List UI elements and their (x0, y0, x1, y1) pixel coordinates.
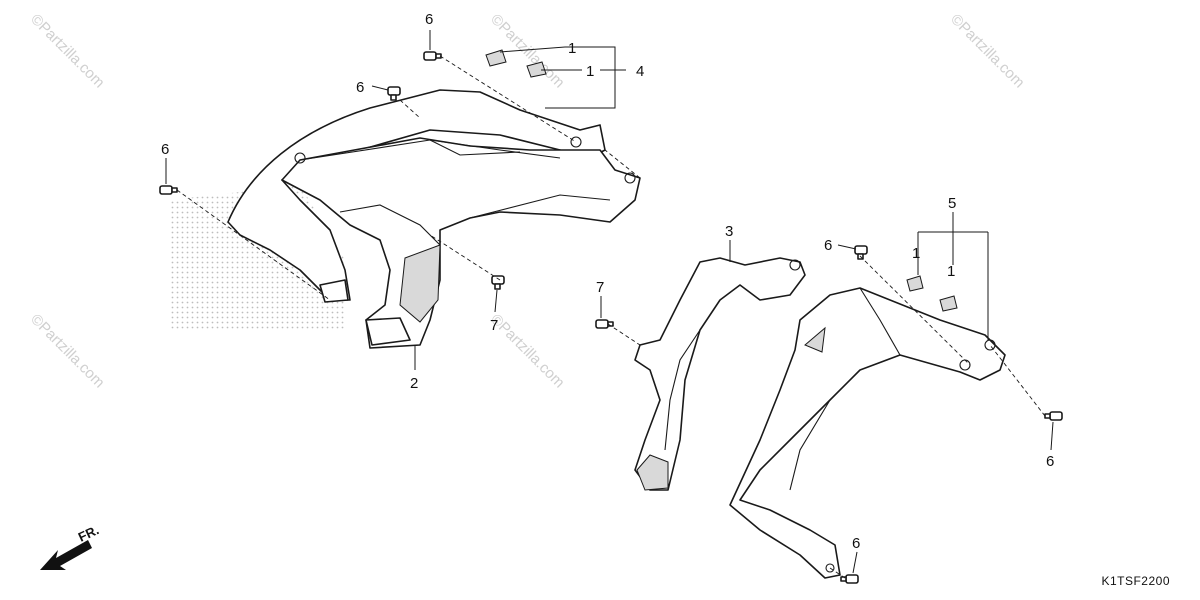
front-arrow-icon (40, 540, 92, 570)
bolt-icon (387, 86, 401, 101)
callouts: 1 1 4 6 6 6 2 7 3 6 7 5 1 1 6 6 (161, 11, 1054, 552)
bolt-icon (595, 319, 614, 329)
callout-5: 5 (948, 195, 956, 212)
bolt-icon (159, 185, 178, 195)
callout-6: 6 (824, 237, 832, 254)
callout-1: 1 (568, 40, 576, 57)
watermark: ©Partzilla.com (487, 311, 568, 392)
part-2-left-cowl (170, 89, 641, 349)
callout-4: 4 (636, 63, 644, 80)
callout-6: 6 (356, 79, 364, 96)
callout-6: 6 (852, 535, 860, 552)
callout-7: 7 (596, 279, 604, 296)
callout-1: 1 (586, 63, 594, 80)
callout-3: 3 (725, 223, 733, 240)
alignment-lines (176, 55, 1046, 579)
callout-6: 6 (1046, 453, 1054, 470)
callout-6: 6 (425, 11, 433, 28)
bolts (159, 51, 1063, 584)
bolt-icon (423, 51, 442, 61)
callout-1: 1 (947, 263, 955, 280)
part-1-emblems (485, 49, 958, 312)
bolt-icon (491, 275, 505, 290)
watermark: ©Partzilla.com (27, 311, 108, 392)
bolt-icon (1044, 411, 1063, 421)
callout-2: 2 (410, 375, 418, 392)
part-3-inner-panel (634, 257, 806, 491)
watermark: ©Partzilla.com (947, 11, 1028, 92)
callout-6: 6 (161, 141, 169, 158)
callout-1: 1 (912, 245, 920, 262)
watermark: ©Partzilla.com (27, 11, 108, 92)
leader-lines (165, 30, 1054, 574)
bolt-icon (840, 574, 859, 584)
callout-7: 7 (490, 317, 498, 334)
diagram-code: K1TSF2200 (1101, 574, 1170, 588)
part-right-cowl (729, 287, 1006, 579)
